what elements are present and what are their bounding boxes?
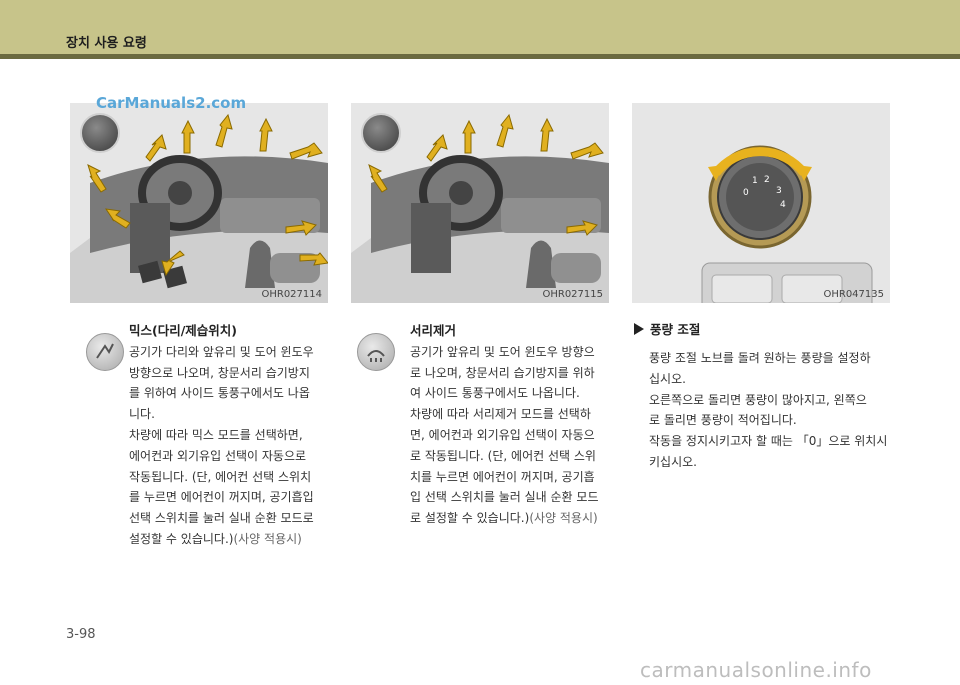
text-line: 작동됩니다. (단, 에어컨 선택 스위치 [129,469,312,484]
text-line: 공기가 앞유리 및 도어 윈도우 방향으 [410,344,595,359]
figure-fan-knob: 0 1 2 3 4 OHR047135 [632,103,890,303]
svg-text:2: 2 [764,175,770,185]
figure-code: OHR027115 [542,289,603,300]
page-number: 3-98 [66,627,96,642]
figure-mix-mode: OHR027114 [70,103,328,303]
text-line: 로 돌리면 풍량이 적어집니다. [649,413,797,428]
text-line: 로 설정할 수 있습니다.)(사양 적용시) [410,511,598,526]
svg-text:3: 3 [776,186,782,196]
text-line: 니다. [129,407,155,422]
svg-text:4: 4 [780,200,786,210]
text-line: 로 나오며, 창문서리 습기방지를 위하 [410,365,595,380]
dashboard-illustration [351,113,609,303]
fan-section-title: 풍량 조절 [634,319,700,338]
mix-mode-icon [80,113,120,153]
text-line: 를 위하여 사이드 통풍구에서도 나옵 [129,386,310,401]
text-line: 십시오. [649,371,686,386]
dashboard-illustration [70,113,328,303]
defrost-mode-icon [361,113,401,153]
figure-code: OHR047135 [823,289,884,300]
text-line: 선택 스위치를 눌러 실내 순환 모드로 [129,511,314,526]
spec-note: (사양 적용시) [529,511,598,526]
text-line: 풍량 조절 노브를 돌려 원하는 풍량을 설정하 [649,351,871,365]
triangle-bullet-icon [634,323,644,335]
text-line: 에어컨과 외기유입 선택이 자동으로 [129,448,307,463]
section-title: 서리제거 [410,323,457,338]
svg-text:0: 0 [743,188,749,198]
text-line: 를 누르면 에어컨이 꺼지며, 공기흡입 [129,490,314,505]
svg-text:1: 1 [752,176,758,186]
text-line: 차량에 따라 서리제거 모드를 선택하 [410,407,591,422]
figure-defrost-mode: OHR027115 [351,103,609,303]
page-header: 장치 사용 요령 [0,0,960,54]
text-line: 설정할 수 있습니다.)(사양 적용시) [129,531,302,546]
section-title: 믹스(다리/제습위치) [129,323,237,338]
text-line: 치를 누르면 에어컨이 꺼지며, 공기흡 [410,469,595,484]
defrost-section: 서리제거 공기가 앞유리 및 도어 윈도우 방향으 로 나오며, 창문서리 습기… [410,321,615,529]
mix-mode-icon [86,333,124,371]
fan-knob-illustration: 0 1 2 3 4 [701,145,873,303]
text-line: 공기가 다리와 앞유리 및 도어 윈도우 [129,344,314,359]
text-line: 방향으로 나오며, 창문서리 습기방지 [129,365,310,380]
fan-section: 풍량 조절 노브를 돌려 원하는 풍량을 설정하 십시오. 오른쪽으로 돌리면 … [649,348,899,473]
watermark: CarManuals2.com [96,94,247,112]
text-line: 여 사이드 통풍구에서도 나옵니다. [410,386,580,401]
footer-watermark: carmanualsonline.info [640,658,872,682]
text-line: 작동을 정지시키고자 할 때는 「0」으로 위치시 [649,434,888,449]
fan-knob-scale: 0 1 2 3 4 [743,175,786,210]
text-line: 키십시오. [649,454,697,469]
figure-code: OHR027114 [261,289,322,300]
spec-note: (사양 적용시) [233,531,302,546]
text-line: 입 선택 스위치를 눌러 실내 순환 모드 [410,490,599,505]
header-divider [0,54,960,59]
defrost-mode-icon [357,333,395,371]
text-line: 오른쪽으로 돌리면 풍량이 많아지고, 왼쪽으 [649,392,867,407]
header-title: 장치 사용 요령 [66,36,147,51]
text-line: 차량에 따라 믹스 모드를 선택하면, [129,427,303,442]
text-line: 로 작동됩니다. (단, 에어컨 선택 스위 [410,448,596,463]
text-line: 면, 에어컨과 외기유입 선택이 자동으 [410,427,595,442]
mix-section: 믹스(다리/제습위치) 공기가 다리와 앞유리 및 도어 윈도우 방향으로 나오… [129,321,334,550]
